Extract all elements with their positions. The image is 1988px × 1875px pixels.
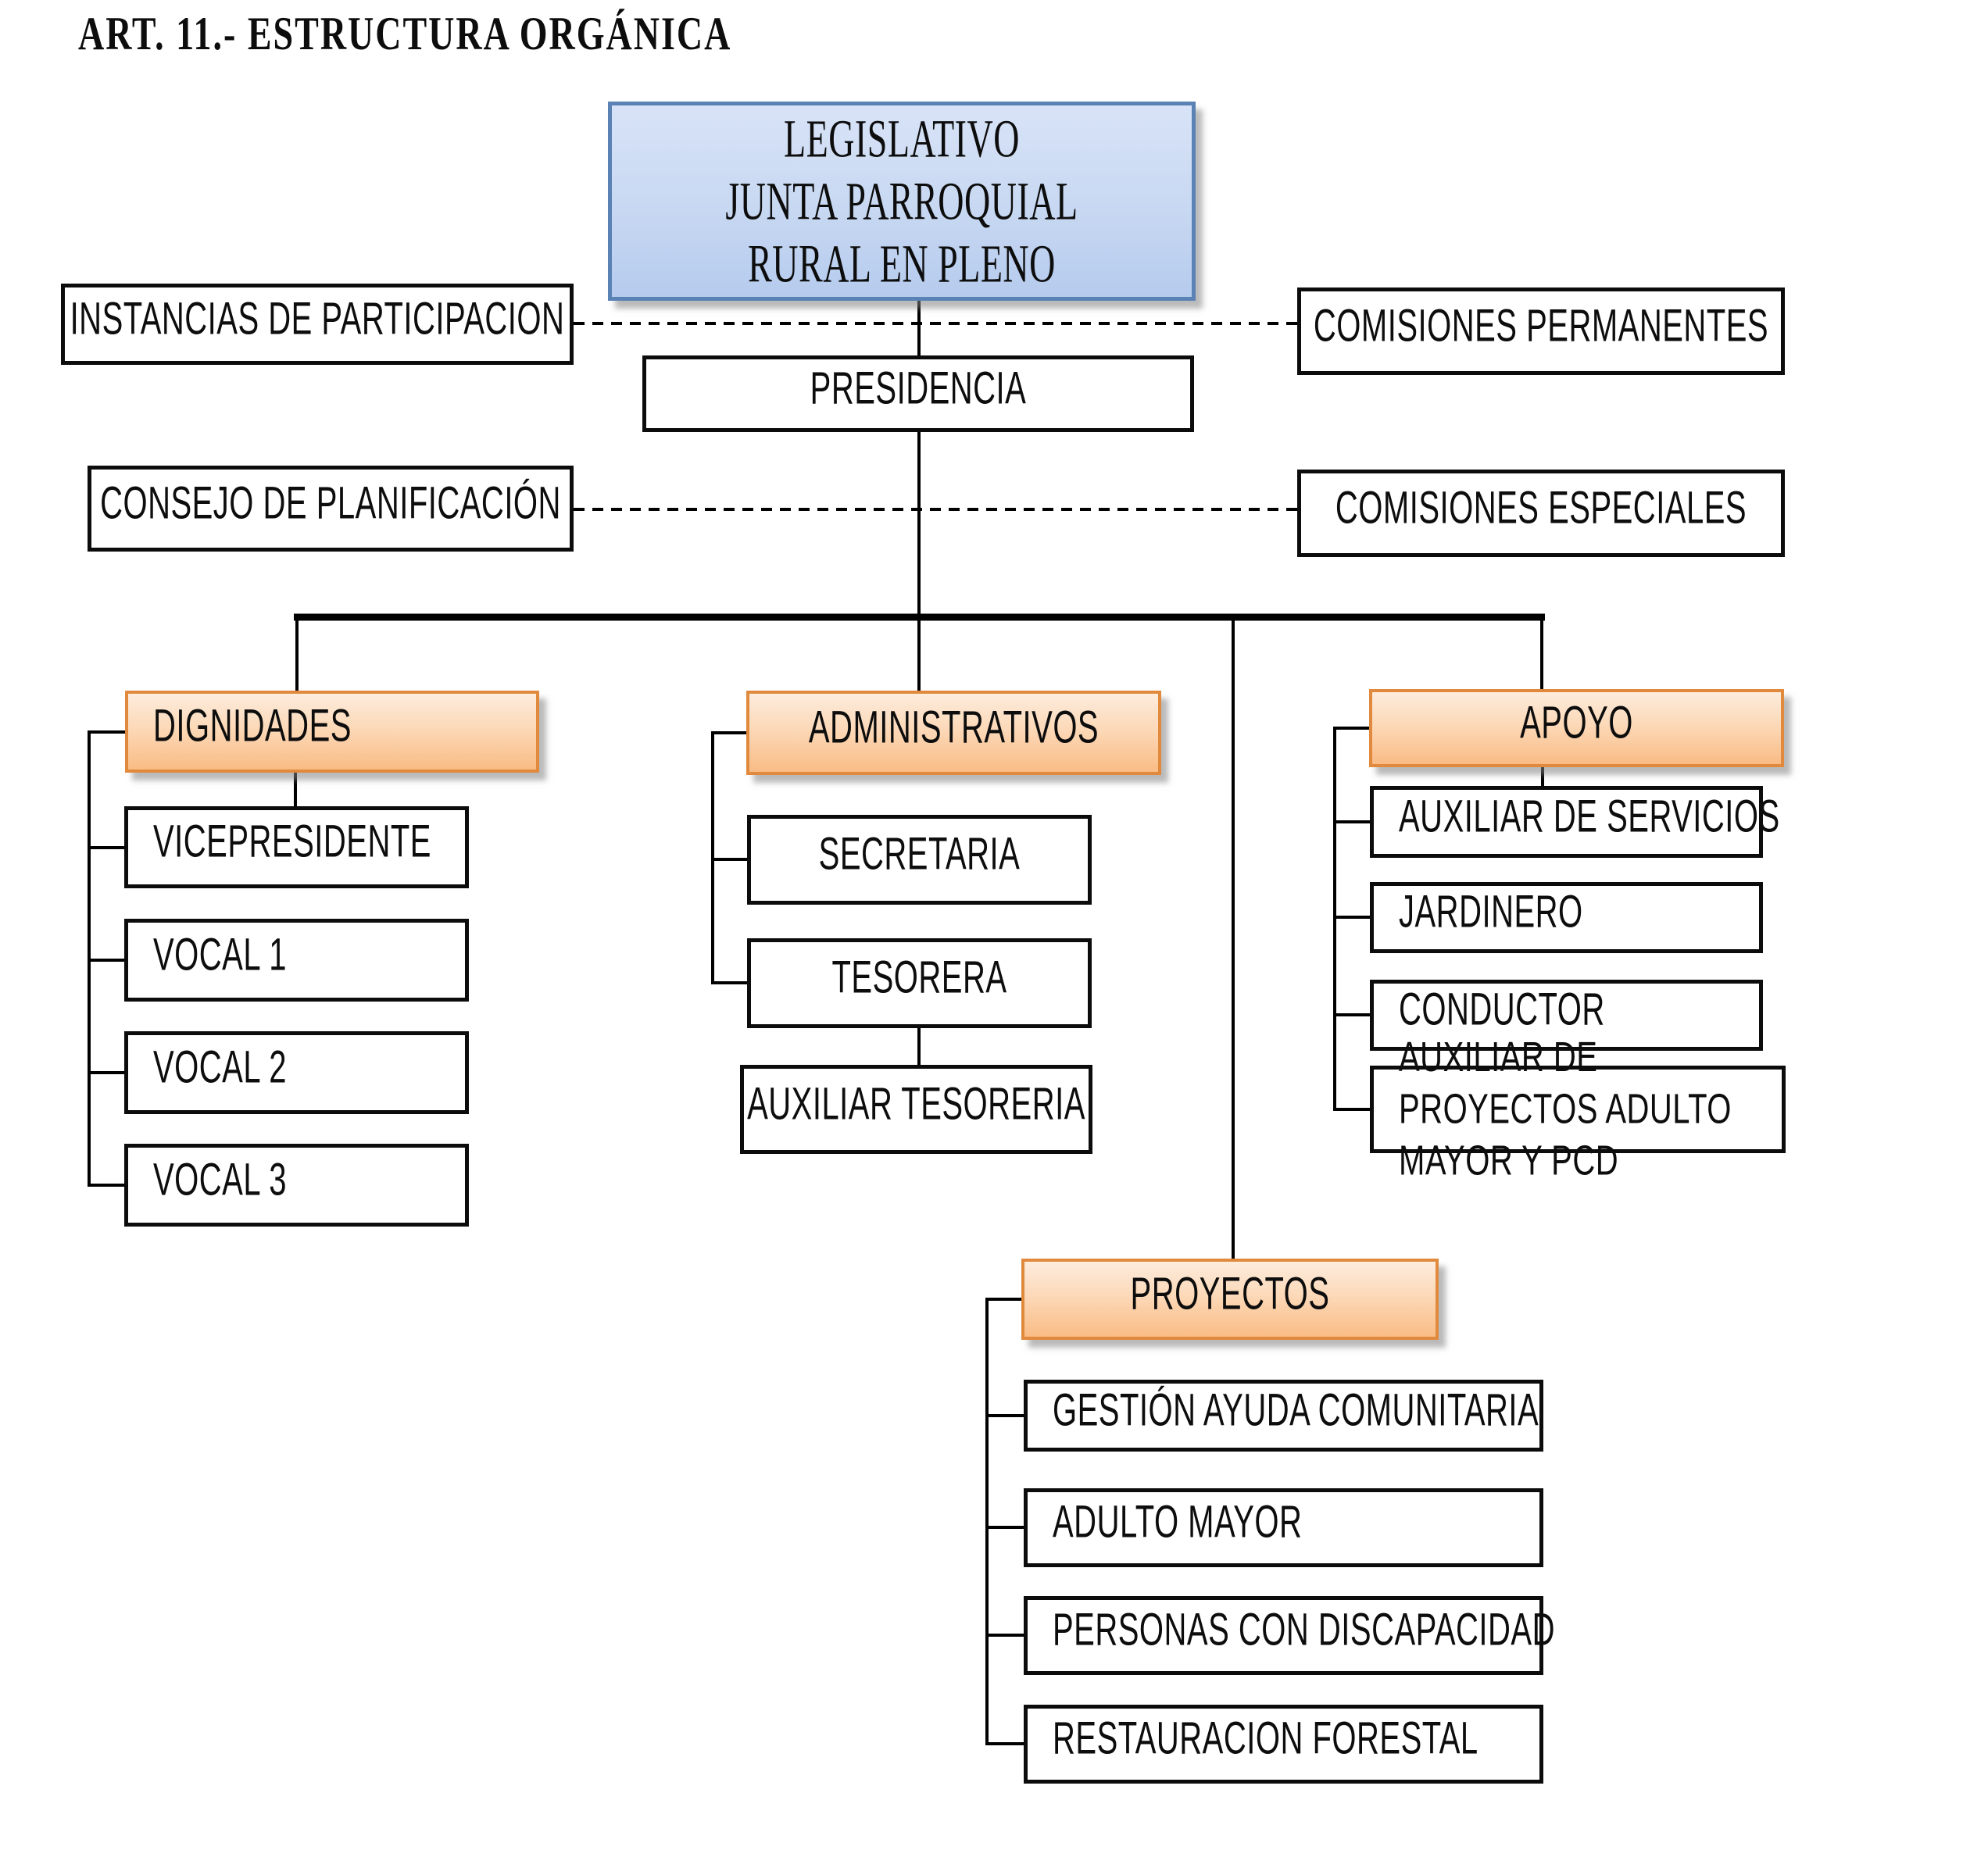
node-consejo-de-planificacion: CONSEJO DE PLANIFICACIÓN bbox=[88, 466, 574, 552]
node-auxiliar-de-servicios: AUXILIAR DE SERVICIOS bbox=[1370, 786, 1779, 858]
legislativo-line-2: JUNTA PARROQUIAL bbox=[725, 170, 1078, 231]
node-vocal-1: VOCAL 1 bbox=[124, 919, 469, 1002]
node-comisiones-permanentes: COMISIONES PERMANENTES bbox=[1297, 288, 1785, 375]
node-jardinero: JARDINERO bbox=[1370, 882, 1763, 953]
node-presidencia: PRESIDENCIA bbox=[642, 355, 1194, 432]
node-vocal-2: VOCAL 2 bbox=[124, 1031, 469, 1114]
node-comisiones-especiales: COMISIONES ESPECIALES bbox=[1297, 470, 1785, 557]
node-legislativo: LEGISLATIVO JUNTA PARROQUIAL RURAL EN PL… bbox=[608, 102, 1196, 301]
node-apoyo: APOYO bbox=[1369, 689, 1784, 767]
node-administrativos: ADMINISTRATIVOS bbox=[746, 691, 1161, 775]
node-auxiliar-de-proyectos-adulto-mayor-y-pcd: AUXILIAR DE PROYECTOS ADULTO MAYOR Y PCD bbox=[1370, 1034, 1786, 1184]
node-restauracion-forestal: RESTAURACION FORESTAL bbox=[1024, 1705, 1543, 1784]
legislativo-line-1: LEGISLATIVO bbox=[784, 108, 1020, 169]
page-title-text: ART. 11.- ESTRUCTURA ORGÁNICA bbox=[78, 6, 732, 60]
node-gestion-ayuda-comunitaria: GESTIÓN AYUDA COMUNITARIA bbox=[1024, 1380, 1543, 1452]
node-vicepresidente: VICEPRESIDENTE bbox=[124, 806, 469, 888]
node-dignidades: DIGNIDADES bbox=[125, 691, 539, 773]
node-auxiliar-tesoreria: AUXILIAR TESORERIA bbox=[740, 1065, 1092, 1154]
page-title: ART. 11.- ESTRUCTURA ORGÁNICA bbox=[78, 7, 731, 59]
node-tesorera: TESORERA bbox=[747, 938, 1092, 1028]
node-instancias-de-participacion: INSTANCIAS DE PARTICIPACION bbox=[61, 284, 574, 365]
legislativo-line-3: RURAL EN PLENO bbox=[748, 233, 1056, 294]
node-adulto-mayor: ADULTO MAYOR bbox=[1024, 1488, 1543, 1567]
node-secretaria: SECRETARIA bbox=[747, 815, 1092, 905]
node-personas-con-discapacidad: PERSONAS CON DISCAPACIDAD bbox=[1024, 1596, 1555, 1675]
node-proyectos: PROYECTOS bbox=[1021, 1259, 1439, 1340]
node-vocal-3: VOCAL 3 bbox=[124, 1144, 469, 1227]
node-conductor: CONDUCTOR bbox=[1370, 980, 1763, 1051]
